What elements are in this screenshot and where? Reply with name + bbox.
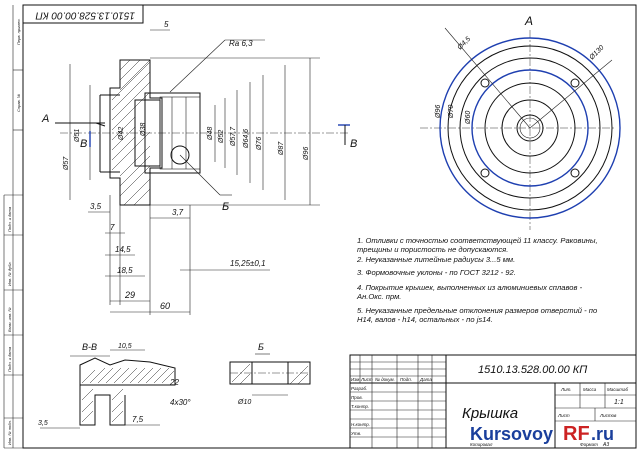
- tb-sheet: Лист: [557, 413, 570, 418]
- tb-approve: Утв.: [351, 431, 361, 436]
- svg-text:Ø52: Ø52: [218, 130, 225, 144]
- dim-60: 60: [160, 301, 170, 311]
- note-5a: 5. Неуказанные предельные отклонения раз…: [357, 306, 597, 315]
- svg-text:Ø51: Ø51: [74, 129, 81, 143]
- svg-text:Ø38: Ø38: [140, 123, 147, 137]
- section-label-b-left: В: [80, 138, 87, 150]
- frame-label-6: Подп. и дата: [7, 346, 12, 372]
- frame-label-2: Справ. №: [16, 93, 21, 112]
- tb-part-name: Крышка: [462, 405, 518, 422]
- tb-format: Формат: [580, 442, 598, 447]
- frame-text: Инв. № дубл.: [7, 261, 12, 286]
- main-section-view: А В В Б Ra 6,3 Ø57 Ø51 Ø42 Ø38 Ø48 Ø52 Ø…: [41, 20, 357, 315]
- dim-3-5-bb: 3,5: [38, 420, 48, 427]
- frame-text: Инв. № подл.: [7, 420, 12, 445]
- dim-7: 7: [110, 223, 115, 232]
- note-1a: 1. Отливки с точностью соответствующей 1…: [357, 236, 598, 245]
- tb-tcontrol: Т.контр.: [351, 404, 369, 409]
- watermark: Kursovoy RF .ru: [470, 423, 614, 445]
- tb-izm: Изм.: [351, 377, 361, 382]
- watermark-right: .ru: [591, 424, 614, 444]
- tb-mass: Масса: [583, 387, 597, 392]
- dim-22: 22: [169, 378, 179, 387]
- frame-label-1: Перв. примен.: [16, 18, 21, 45]
- frame-label-3: Подп. и дата: [7, 206, 12, 232]
- note-3: 3. Формовочные уклоны - по ГОСТ 3212 - 9…: [357, 268, 516, 277]
- svg-text:Ø60: Ø60: [465, 111, 472, 125]
- frame-text: Подп. и дата: [7, 346, 12, 372]
- frame-text: Справ. №: [16, 93, 21, 112]
- section-label-b-right: В: [350, 138, 357, 150]
- dim-29: 29: [124, 290, 135, 300]
- tb-check: Пров.: [351, 395, 363, 400]
- dim-18-5: 18,5: [117, 266, 133, 275]
- svg-text:Ø96: Ø96: [435, 105, 442, 119]
- note-5b: Н14, валов - h14, остальных - по js14.: [357, 315, 493, 324]
- tb-lit: Лит.: [560, 387, 572, 392]
- frame-label-4: Инв. № дубл.: [7, 261, 12, 286]
- frame-label-5: Взам. инв. №: [7, 307, 12, 332]
- svg-text:Ø64,6: Ø64,6: [243, 129, 250, 149]
- view-a-title: А: [524, 14, 533, 28]
- watermark-middle: RF: [563, 423, 590, 445]
- watermark-left: Kursovoy: [470, 424, 553, 444]
- dim-14-5: 14,5: [115, 245, 131, 254]
- dim-5: 5: [164, 20, 169, 29]
- title-block: Изм. Лист № докум. Подп. Дата Разраб. Пр…: [349, 354, 637, 449]
- note-4a: 4. Покрытие крышек, выполненных из алюми…: [357, 283, 583, 292]
- top-stamp-box: [22, 4, 144, 24]
- roughness-label: Ra 6,3: [229, 39, 253, 48]
- tb-scale-value: 1:1: [614, 399, 624, 406]
- svg-text:Ø48: Ø48: [207, 127, 214, 141]
- technical-notes: 1. Отливки с точностью соответствующей 1…: [356, 236, 598, 324]
- section-bb-title: В-В: [82, 342, 97, 352]
- dim-4x30: 4x30°: [170, 398, 191, 407]
- note-1b: трещины и пористость не допускаются.: [357, 245, 508, 254]
- detail-label-b: Б: [222, 201, 229, 213]
- svg-text:Ø57: Ø57: [63, 156, 70, 171]
- svg-text:Ø70: Ø70: [448, 105, 455, 119]
- tb-designation: 1510.13.528.00.00 КП: [478, 364, 587, 376]
- dim-3-5: 3,5: [90, 202, 102, 211]
- tb-dev: Разраб.: [351, 386, 367, 391]
- dim-7-5: 7,5: [132, 415, 144, 424]
- outer-frame: [22, 4, 637, 449]
- frame-text: Перв. примен.: [16, 18, 21, 45]
- note-4b: Ан.Окс. прм.: [356, 292, 401, 301]
- frame-text: Подп. и дата: [7, 206, 12, 232]
- tb-copied: Копировал: [470, 442, 493, 447]
- frame-label-7: Инв. № подл.: [7, 420, 12, 445]
- view-a: А Ø96 Ø70 Ø60 Ø4,5 Ø130: [420, 14, 621, 230]
- dim-15-25: 15,25±0,1: [230, 259, 266, 268]
- svg-text:Ø10: Ø10: [237, 399, 251, 406]
- svg-text:Ø57,7: Ø57,7: [230, 126, 237, 147]
- tb-doc: № докум.: [375, 377, 395, 382]
- frame-text: Взам. инв. №: [7, 307, 12, 332]
- detail-b-title: Б: [258, 342, 264, 352]
- dim-3-7: 3,7: [172, 208, 184, 217]
- top-stamp-text: 1510.13.528.00.00 КП: [35, 9, 135, 20]
- svg-text:Ø76: Ø76: [256, 137, 263, 151]
- tb-ncontrol: Н.контр.: [351, 422, 370, 427]
- svg-text:Ø42: Ø42: [118, 127, 125, 141]
- tb-date: Дата: [419, 377, 432, 382]
- tb-format-value: А3: [602, 442, 609, 448]
- svg-text:Ø87: Ø87: [278, 141, 285, 156]
- tb-sign: Подп.: [400, 377, 412, 382]
- detail-b: Б Ø10: [229, 342, 311, 406]
- note-2: 2. Неуказанные литейные радиусы 3...5 мм…: [356, 255, 515, 264]
- section-bb: В-В 10,5 22 4x30° 7,5 3,5: [38, 342, 191, 429]
- svg-text:Ø96: Ø96: [303, 147, 310, 161]
- section-label-a: А: [41, 113, 49, 125]
- tb-sheets: Листов: [599, 413, 617, 418]
- dim-10-5: 10,5: [118, 343, 132, 350]
- tb-list: Лист: [360, 377, 373, 382]
- svg-text:Ø4,5: Ø4,5: [456, 36, 472, 52]
- tb-scale: Масштаб: [607, 387, 628, 392]
- svg-text:Ø130: Ø130: [588, 44, 606, 62]
